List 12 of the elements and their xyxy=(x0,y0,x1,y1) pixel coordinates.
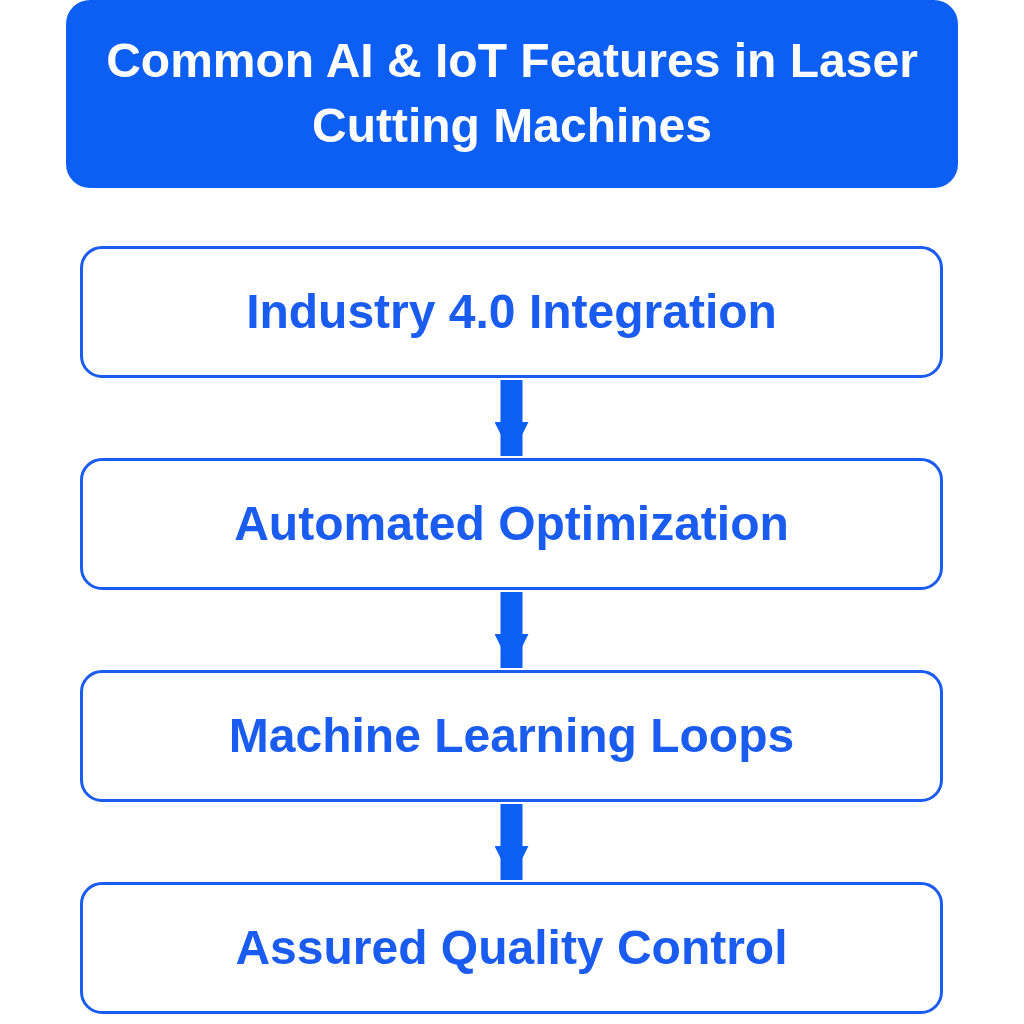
process-box xyxy=(80,246,943,378)
arrow xyxy=(494,804,529,880)
box-label: Assured Quality Control xyxy=(235,920,788,976)
arrow xyxy=(494,380,529,456)
title-banner: Common AI & IoT Features in Laser Cutting Machines xyxy=(66,0,958,188)
process-box xyxy=(80,882,943,1014)
box-label: Automated Optimization xyxy=(234,496,789,552)
process-box xyxy=(80,458,943,590)
process-box xyxy=(80,670,943,802)
box-label: Machine Learning Loops xyxy=(228,708,795,764)
arrow xyxy=(494,592,529,668)
box-label: Industry 4.0 Integration xyxy=(246,284,777,340)
